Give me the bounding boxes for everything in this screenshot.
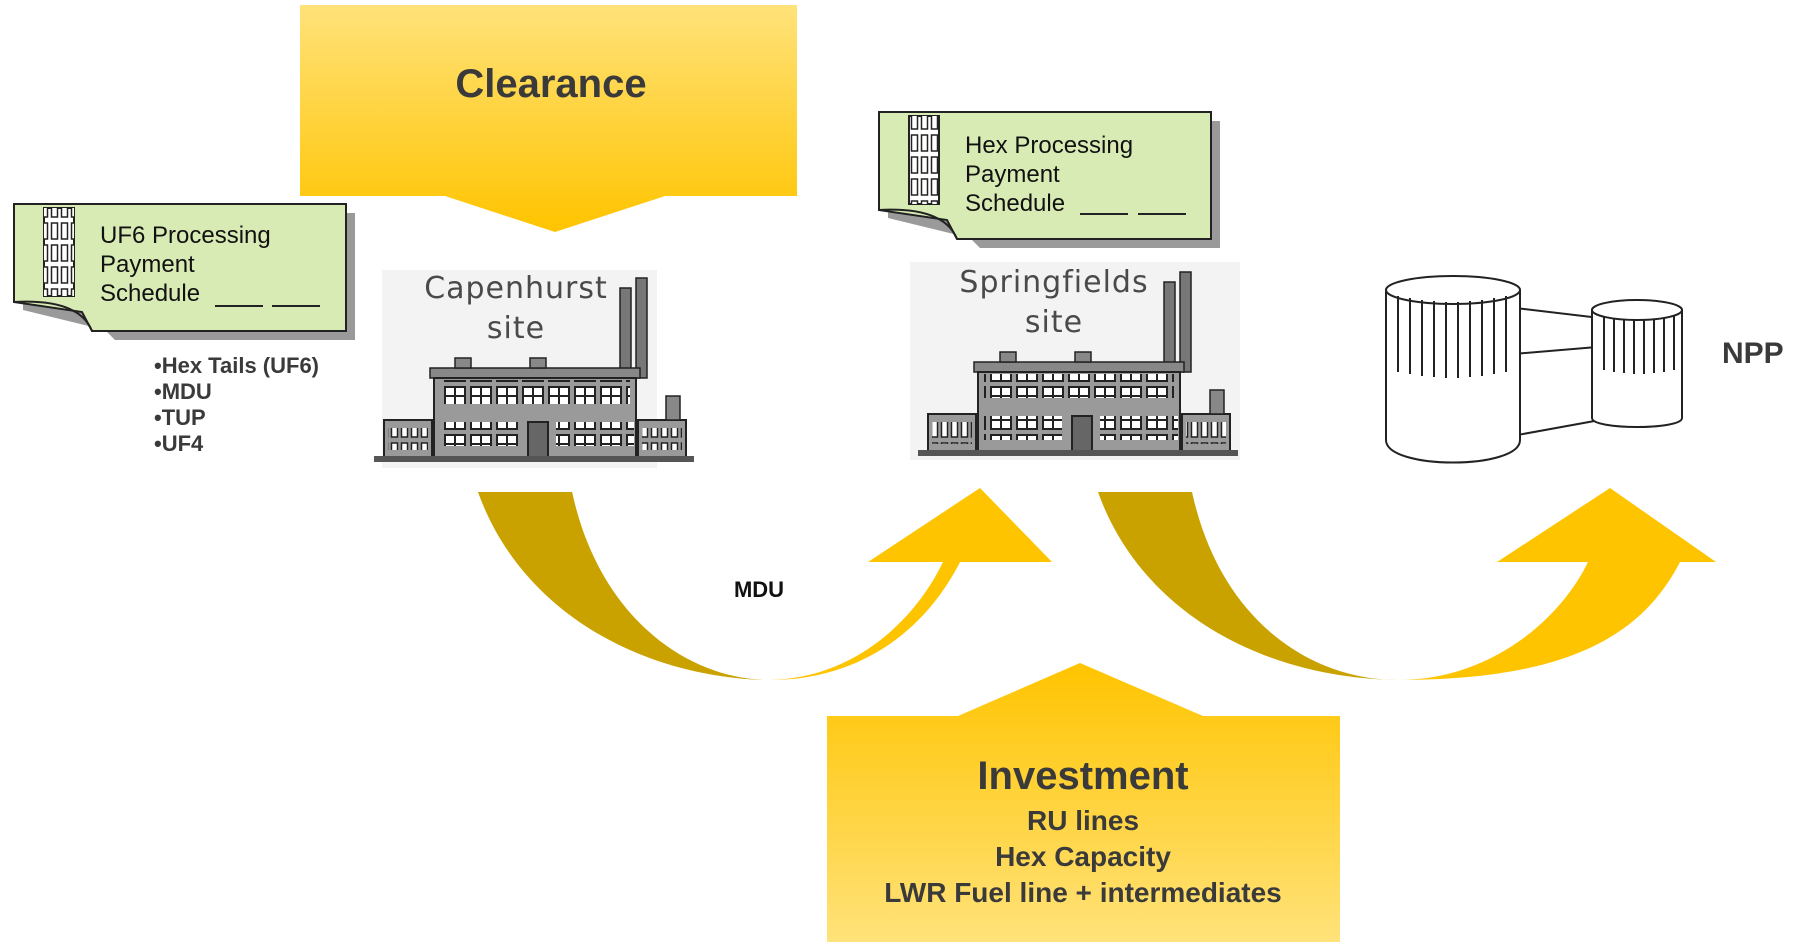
- investment-arrow: Investment RU lines Hex Capacity LWR Fue…: [827, 663, 1340, 942]
- investment-item: Hex Capacity: [995, 841, 1171, 872]
- slip-line-1: Hex Processing: [965, 132, 1133, 159]
- npp-label: NPP: [1722, 337, 1784, 370]
- ledger-icon: [43, 207, 75, 297]
- list-item: •UF4: [154, 431, 204, 456]
- capenhurst-site-label: Capenhurst: [424, 271, 608, 306]
- springfields-site-label: Springfields: [959, 265, 1148, 300]
- flow-arrow-springfields-to-npp: [1098, 488, 1716, 680]
- slip-line-2: Payment: [965, 161, 1060, 188]
- list-item: •Hex Tails (UF6): [154, 353, 319, 378]
- nuclear-power-plant-icon: [1385, 275, 1683, 464]
- list-item: •TUP: [154, 405, 206, 430]
- capenhurst-site-label: site: [487, 311, 545, 346]
- uf6-payment-schedule-slip: UF6 Processing Payment Schedule: [13, 203, 355, 340]
- materials-list: •Hex Tails (UF6) •MDU •TUP •UF4: [154, 353, 319, 456]
- slip-line-3: Schedule: [100, 280, 200, 307]
- clearance-label: Clearance: [455, 62, 646, 106]
- reactor-ribs: [1397, 296, 1675, 378]
- slip-line-2: Payment: [100, 251, 195, 278]
- investment-item: LWR Fuel line + intermediates: [884, 877, 1282, 908]
- hex-payment-schedule-slip: Hex Processing Payment Schedule: [878, 111, 1220, 248]
- slip-line-3: Schedule: [965, 190, 1065, 217]
- capenhurst-factory-icon: [374, 270, 694, 468]
- mdu-flow-label: MDU: [734, 577, 784, 602]
- list-item: •MDU: [154, 379, 212, 404]
- investment-item: RU lines: [1027, 805, 1139, 836]
- investment-title: Investment: [977, 754, 1188, 798]
- slip-line-1: UF6 Processing: [100, 222, 271, 249]
- flow-arrow-capenhurst-to-springfields: [478, 488, 1052, 680]
- ledger-icon: [908, 115, 940, 205]
- springfields-factory-icon: [910, 262, 1240, 460]
- springfields-site-label: site: [1025, 305, 1083, 340]
- clearance-arrow: Clearance: [300, 5, 797, 232]
